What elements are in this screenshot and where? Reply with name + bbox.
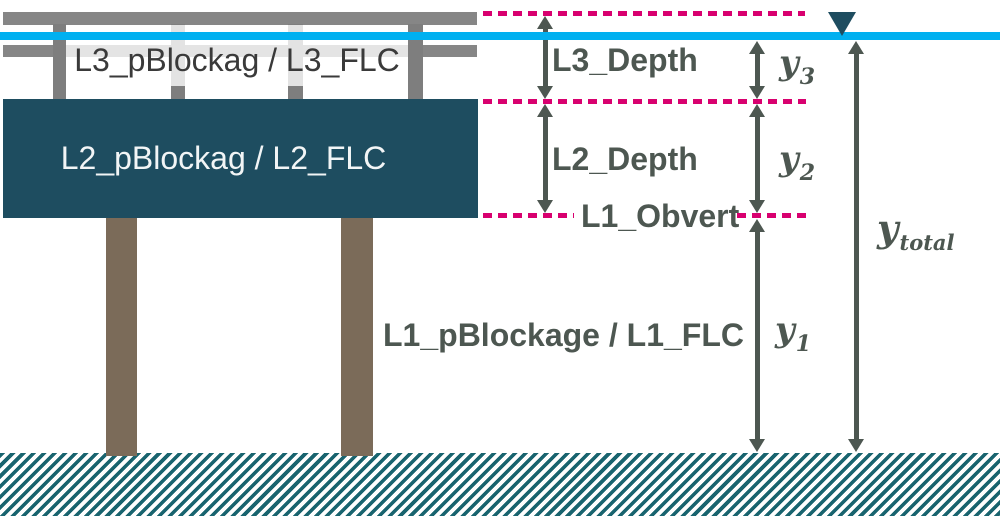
l1-layer-label: L1_pBlockage / L1_FLC xyxy=(383,317,744,353)
y3-arrow-head-bottom xyxy=(749,86,765,99)
handrail-post-1 xyxy=(53,24,66,99)
y3-label-base: y xyxy=(779,43,799,83)
y1-arrow-head-bottom xyxy=(749,439,765,452)
ytotal-arrow-head-top xyxy=(848,41,864,54)
l2-layer-label: L2_pBlockag / L2_FLC xyxy=(60,140,387,176)
pier-left xyxy=(106,218,137,456)
ytotal-arrow-head-bottom xyxy=(848,439,864,452)
l3-depth-arrow-head-bottom xyxy=(537,86,553,99)
y3-arrow-head-top xyxy=(749,41,765,54)
ground-hatch xyxy=(0,453,1000,516)
l2-layer-box: L2_pBlockag / L2_FLC xyxy=(3,99,478,218)
ytotal-label: ytotal xyxy=(877,210,955,256)
handrail-top xyxy=(3,12,477,25)
y3-arrow xyxy=(755,49,760,90)
l2-depth-label: L2_Depth xyxy=(552,141,698,177)
rail-top-level-dashline xyxy=(483,11,805,16)
handrail-post-4 xyxy=(408,24,423,99)
y2-arrow xyxy=(755,112,760,205)
l1-obvert-label: L1_Obvert xyxy=(581,198,740,234)
y2-arrow-head-bottom xyxy=(749,200,765,213)
obvert-level-dashline-left xyxy=(483,213,574,218)
obvert-level-dashline-right xyxy=(737,213,808,218)
l2-depth-arrow-head-top xyxy=(537,104,553,117)
l3-depth-arrow-head-top xyxy=(537,16,553,29)
y1-label: y1 xyxy=(775,310,811,357)
l2-depth-arrow-head-bottom xyxy=(537,200,553,213)
y3-label-sub: 3 xyxy=(799,64,816,90)
water-surface-line xyxy=(0,32,1000,40)
deck-top-level-dashline xyxy=(483,99,806,104)
y2-label: y2 xyxy=(779,139,815,186)
l2-depth-arrow xyxy=(543,112,548,205)
y2-label-base: y xyxy=(779,139,799,179)
l3-depth-label: L3_Depth xyxy=(552,42,698,78)
ytotal-label-base: y xyxy=(877,206,899,250)
y1-label-sub: 1 xyxy=(795,331,812,357)
ytotal-label-sub: total xyxy=(899,230,955,255)
l3-depth-arrow xyxy=(543,24,548,91)
water-level-marker-icon xyxy=(828,12,856,36)
ytotal-arrow xyxy=(854,49,859,444)
l3-layer-label: L3_pBlockag / L3_FLC xyxy=(74,42,400,78)
y3-label: y3 xyxy=(779,43,815,90)
y1-arrow xyxy=(755,227,760,444)
y2-label-sub: 2 xyxy=(799,160,816,186)
y1-label-base: y xyxy=(775,310,795,350)
y2-arrow-head-top xyxy=(749,104,765,117)
y1-arrow-head-top xyxy=(749,219,765,232)
pier-right xyxy=(341,218,373,456)
